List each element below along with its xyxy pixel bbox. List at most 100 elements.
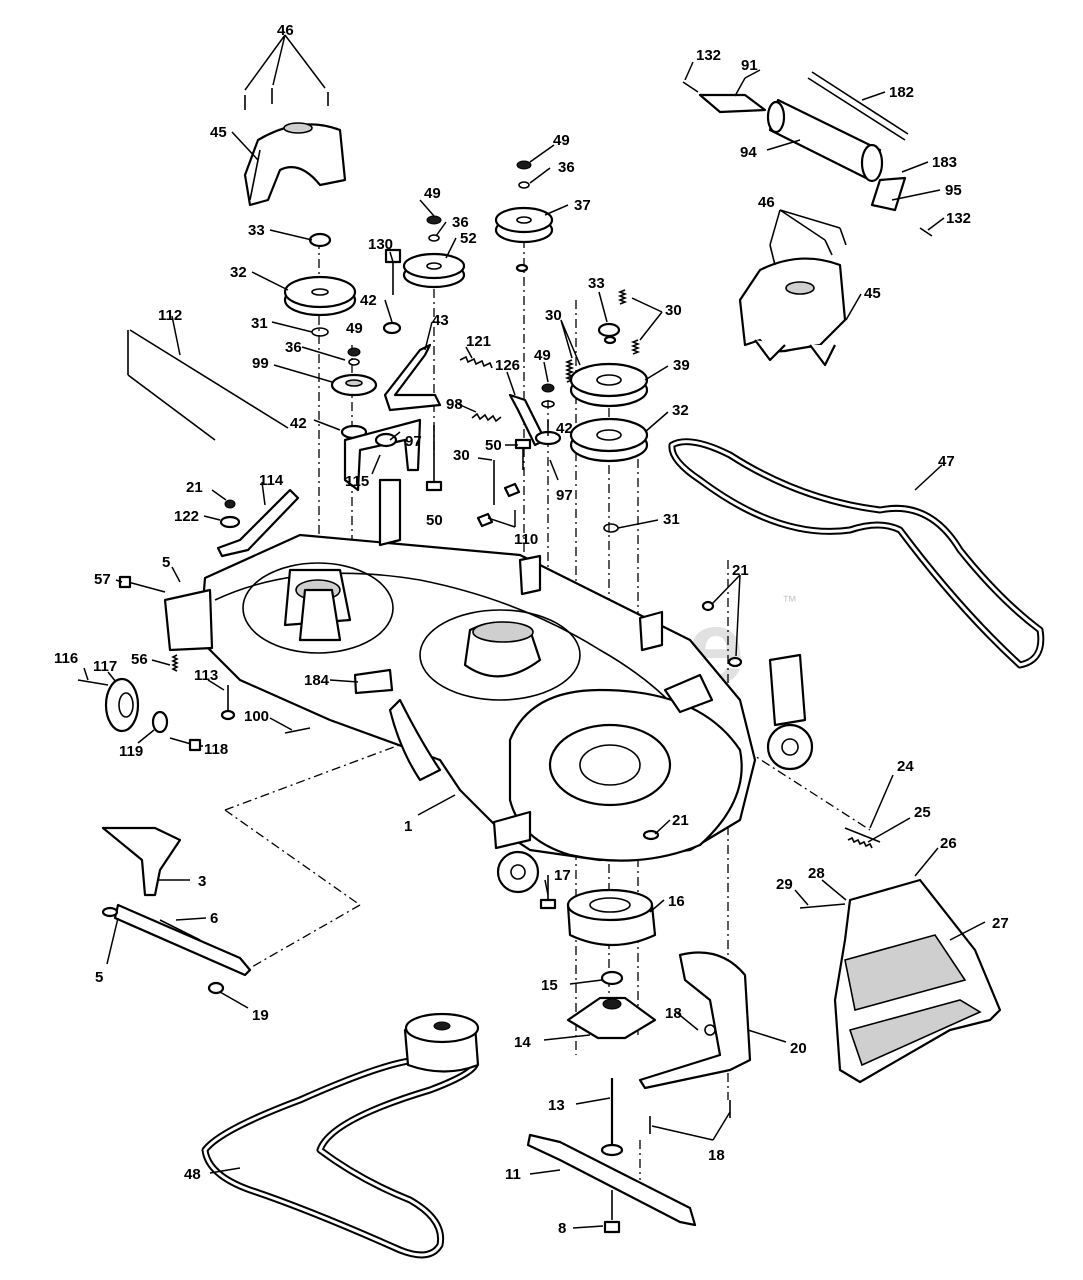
callout-113: 113 [194, 667, 218, 684]
callout-126: 126 [495, 357, 520, 374]
spindle-assembly [526, 875, 731, 1234]
callout-1: 1 [404, 818, 412, 835]
callout-36: 36 [558, 159, 575, 176]
callout-8: 8 [558, 1220, 566, 1237]
callout-100: 100 [244, 708, 269, 725]
left-side-hardware [77, 329, 311, 752]
callout-labels: 46 45 33 32 31 112 36 99 49 42 130 42 49… [54, 22, 1009, 1237]
callout-18: 18 [708, 1147, 725, 1164]
callout-17: 17 [554, 867, 571, 884]
callout-39: 39 [673, 357, 690, 374]
callout-11: 11 [505, 1166, 521, 1183]
callout-31: 31 [251, 315, 268, 332]
callout-6: 6 [210, 910, 218, 927]
callout-21: 21 [732, 562, 749, 579]
belt-cover-left [243, 88, 347, 207]
callout-16: 16 [668, 893, 685, 910]
callout-110: 110 [514, 531, 538, 548]
callout-45: 45 [210, 124, 227, 141]
callout-21: 21 [672, 812, 689, 829]
callout-52: 52 [460, 230, 477, 247]
callout-32: 32 [672, 402, 689, 419]
lower-left-linkage [101, 826, 252, 995]
discharge-chute [799, 827, 1002, 1084]
callout-13: 13 [548, 1097, 565, 1114]
pulleys-right [564, 289, 649, 533]
callout-112: 112 [158, 307, 182, 324]
callout-122: 122 [174, 508, 199, 525]
callout-183: 183 [932, 154, 957, 171]
callout-14: 14 [514, 1034, 531, 1051]
callout-49: 49 [424, 185, 441, 202]
callout-47: 47 [938, 453, 955, 470]
drive-belt-47 [668, 438, 1045, 669]
deflector-bracket [638, 951, 752, 1090]
callout-121: 121 [466, 333, 491, 350]
callout-46: 46 [277, 22, 294, 39]
callout-132: 132 [696, 47, 721, 64]
callout-31: 31 [663, 511, 680, 528]
callout-36: 36 [452, 214, 469, 231]
callout-94: 94 [740, 144, 757, 161]
callout-3: 3 [198, 873, 206, 890]
callout-99: 99 [252, 355, 269, 372]
callout-20: 20 [790, 1040, 807, 1057]
roller-assembly [682, 71, 933, 237]
callout-42: 42 [360, 292, 377, 309]
callout-50: 50 [485, 437, 502, 454]
watermark-trademark: ™ [782, 593, 797, 610]
callout-49: 49 [553, 132, 570, 149]
pulleys-upper [283, 160, 562, 528]
callout-43: 43 [432, 312, 449, 329]
callout-45: 45 [864, 285, 881, 302]
callout-46: 46 [758, 194, 775, 211]
mower-deck [163, 478, 814, 894]
callout-26: 26 [940, 835, 957, 852]
callout-97: 97 [556, 487, 573, 504]
callout-25: 25 [914, 804, 931, 821]
callout-33: 33 [588, 275, 605, 292]
callout-95: 95 [945, 182, 962, 199]
callout-182: 182 [889, 84, 914, 101]
callout-24: 24 [897, 758, 914, 775]
callout-30: 30 [665, 302, 682, 319]
callout-27: 27 [992, 915, 1009, 932]
callout-114: 114 [259, 472, 284, 489]
callout-117: 117 [93, 658, 117, 675]
callout-132: 132 [946, 210, 971, 227]
callout-42: 42 [556, 420, 573, 437]
callout-21: 21 [186, 479, 203, 496]
callout-130: 130 [368, 236, 393, 253]
callout-56: 56 [131, 651, 148, 668]
callout-116: 116 [54, 650, 78, 667]
callout-115: 115 [345, 473, 369, 490]
callout-91: 91 [741, 57, 758, 74]
callout-18: 18 [665, 1005, 682, 1022]
callout-5: 5 [95, 969, 103, 986]
callout-30: 30 [545, 307, 562, 324]
callout-119: 119 [119, 743, 143, 760]
callout-184: 184 [304, 672, 330, 689]
callout-97: 97 [405, 433, 422, 450]
callout-37: 37 [574, 197, 591, 214]
callout-57: 57 [94, 571, 111, 588]
callout-36: 36 [285, 339, 302, 356]
belt-cover-right [738, 227, 847, 367]
callout-19: 19 [252, 1007, 269, 1024]
leader-lines [83, 34, 986, 1229]
callout-28: 28 [808, 865, 825, 882]
callout-5: 5 [162, 554, 170, 571]
callout-49: 49 [534, 347, 551, 364]
callout-30: 30 [453, 447, 470, 464]
callout-48: 48 [184, 1166, 201, 1183]
callout-49: 49 [346, 320, 363, 337]
callout-33: 33 [248, 222, 265, 239]
callout-118: 118 [204, 741, 228, 758]
callout-42: 42 [290, 415, 307, 432]
deck-belt-48-and-clutch [201, 1012, 480, 1259]
misc-hardware [515, 263, 743, 841]
callout-29: 29 [776, 876, 793, 893]
callout-50: 50 [426, 512, 443, 529]
callout-15: 15 [541, 977, 558, 994]
